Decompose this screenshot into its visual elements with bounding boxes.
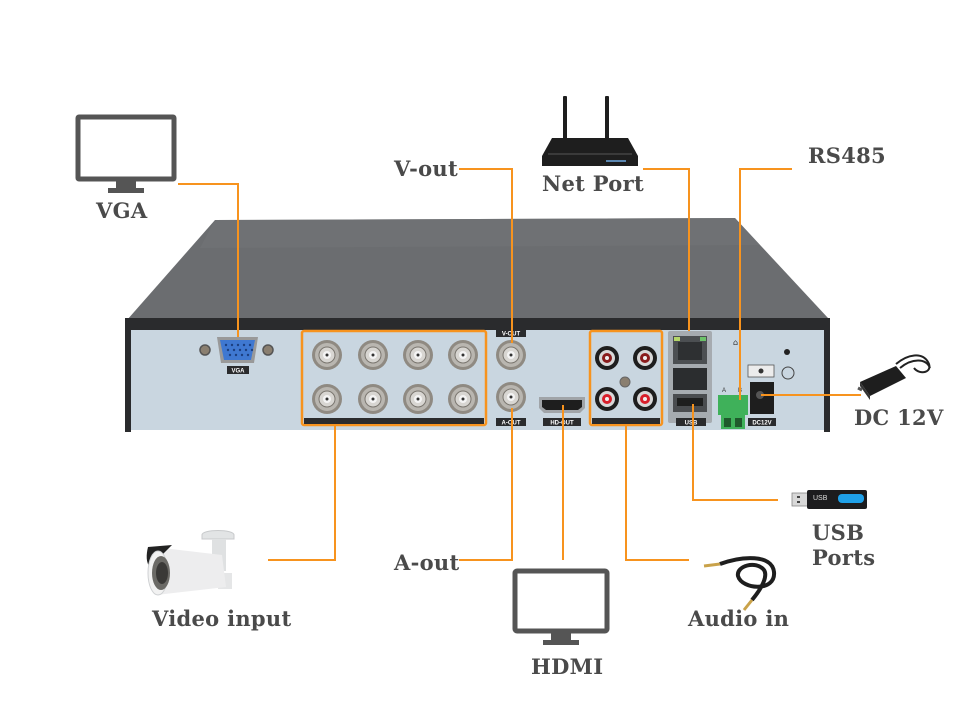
- video-in-bnc-4[interactable]: [448, 340, 478, 370]
- video-in-bnc-7[interactable]: [403, 384, 433, 414]
- a-out-bnc[interactable]: [496, 382, 526, 412]
- audio-in-rca-1[interactable]: [595, 346, 619, 370]
- usb-label-line1: USB: [812, 520, 865, 545]
- usb-stick-text: USB: [813, 495, 828, 502]
- video-in-bnc-6[interactable]: [358, 384, 388, 414]
- panel-label-dc: DC12V: [752, 421, 771, 427]
- audio-in-rca-3[interactable]: [595, 387, 619, 411]
- usb-port[interactable]: [673, 394, 707, 426]
- video-input-ports: [300, 329, 488, 427]
- a-out-label: A-out: [394, 550, 460, 575]
- video-input-label: Video input: [152, 606, 292, 631]
- video-in-bnc-1[interactable]: [312, 340, 342, 370]
- audio-in-label: Audio in: [688, 606, 790, 631]
- network-symbol-icon: ⌂: [733, 338, 738, 347]
- hdmi-label: HDMI: [531, 654, 604, 679]
- router-icon: [542, 96, 638, 166]
- panel-label-vga: VGA: [231, 369, 245, 375]
- vga-monitor-icon: [75, 114, 177, 193]
- v-out-label: V-out: [394, 156, 458, 181]
- video-in-bnc-2[interactable]: [358, 340, 388, 370]
- audio-in-rca-4[interactable]: [633, 387, 657, 411]
- rs485-label: RS485: [808, 143, 886, 168]
- v-out-bnc[interactable]: [496, 340, 526, 370]
- video-in-bnc-5[interactable]: [312, 384, 342, 414]
- hdmi-monitor-icon: [512, 568, 610, 645]
- usb-label: USB Ports: [812, 520, 875, 570]
- panel-label-rs485-a: A: [722, 388, 726, 394]
- vga-label: VGA: [96, 198, 148, 223]
- panel-label-usb: USB: [685, 421, 698, 427]
- usb-stick-icon: USB: [791, 490, 867, 509]
- bullet-camera-icon: [146, 530, 235, 596]
- audio-in-rca-2[interactable]: [633, 346, 657, 370]
- video-in-bnc-8[interactable]: [448, 384, 478, 414]
- dc12v-label: DC 12V: [854, 405, 944, 430]
- video-in-bnc-3[interactable]: [403, 340, 433, 370]
- reset-hole: [784, 349, 790, 355]
- power-adapter-icon: [857, 354, 931, 400]
- usb-label-line2: Ports: [812, 545, 876, 570]
- vga-port[interactable]: [199, 337, 274, 374]
- dc-power-port[interactable]: [747, 364, 776, 426]
- net-port-label: Net Port: [542, 171, 644, 196]
- ground-symbol-icon: [781, 366, 795, 380]
- audio-cable-icon: [703, 556, 776, 611]
